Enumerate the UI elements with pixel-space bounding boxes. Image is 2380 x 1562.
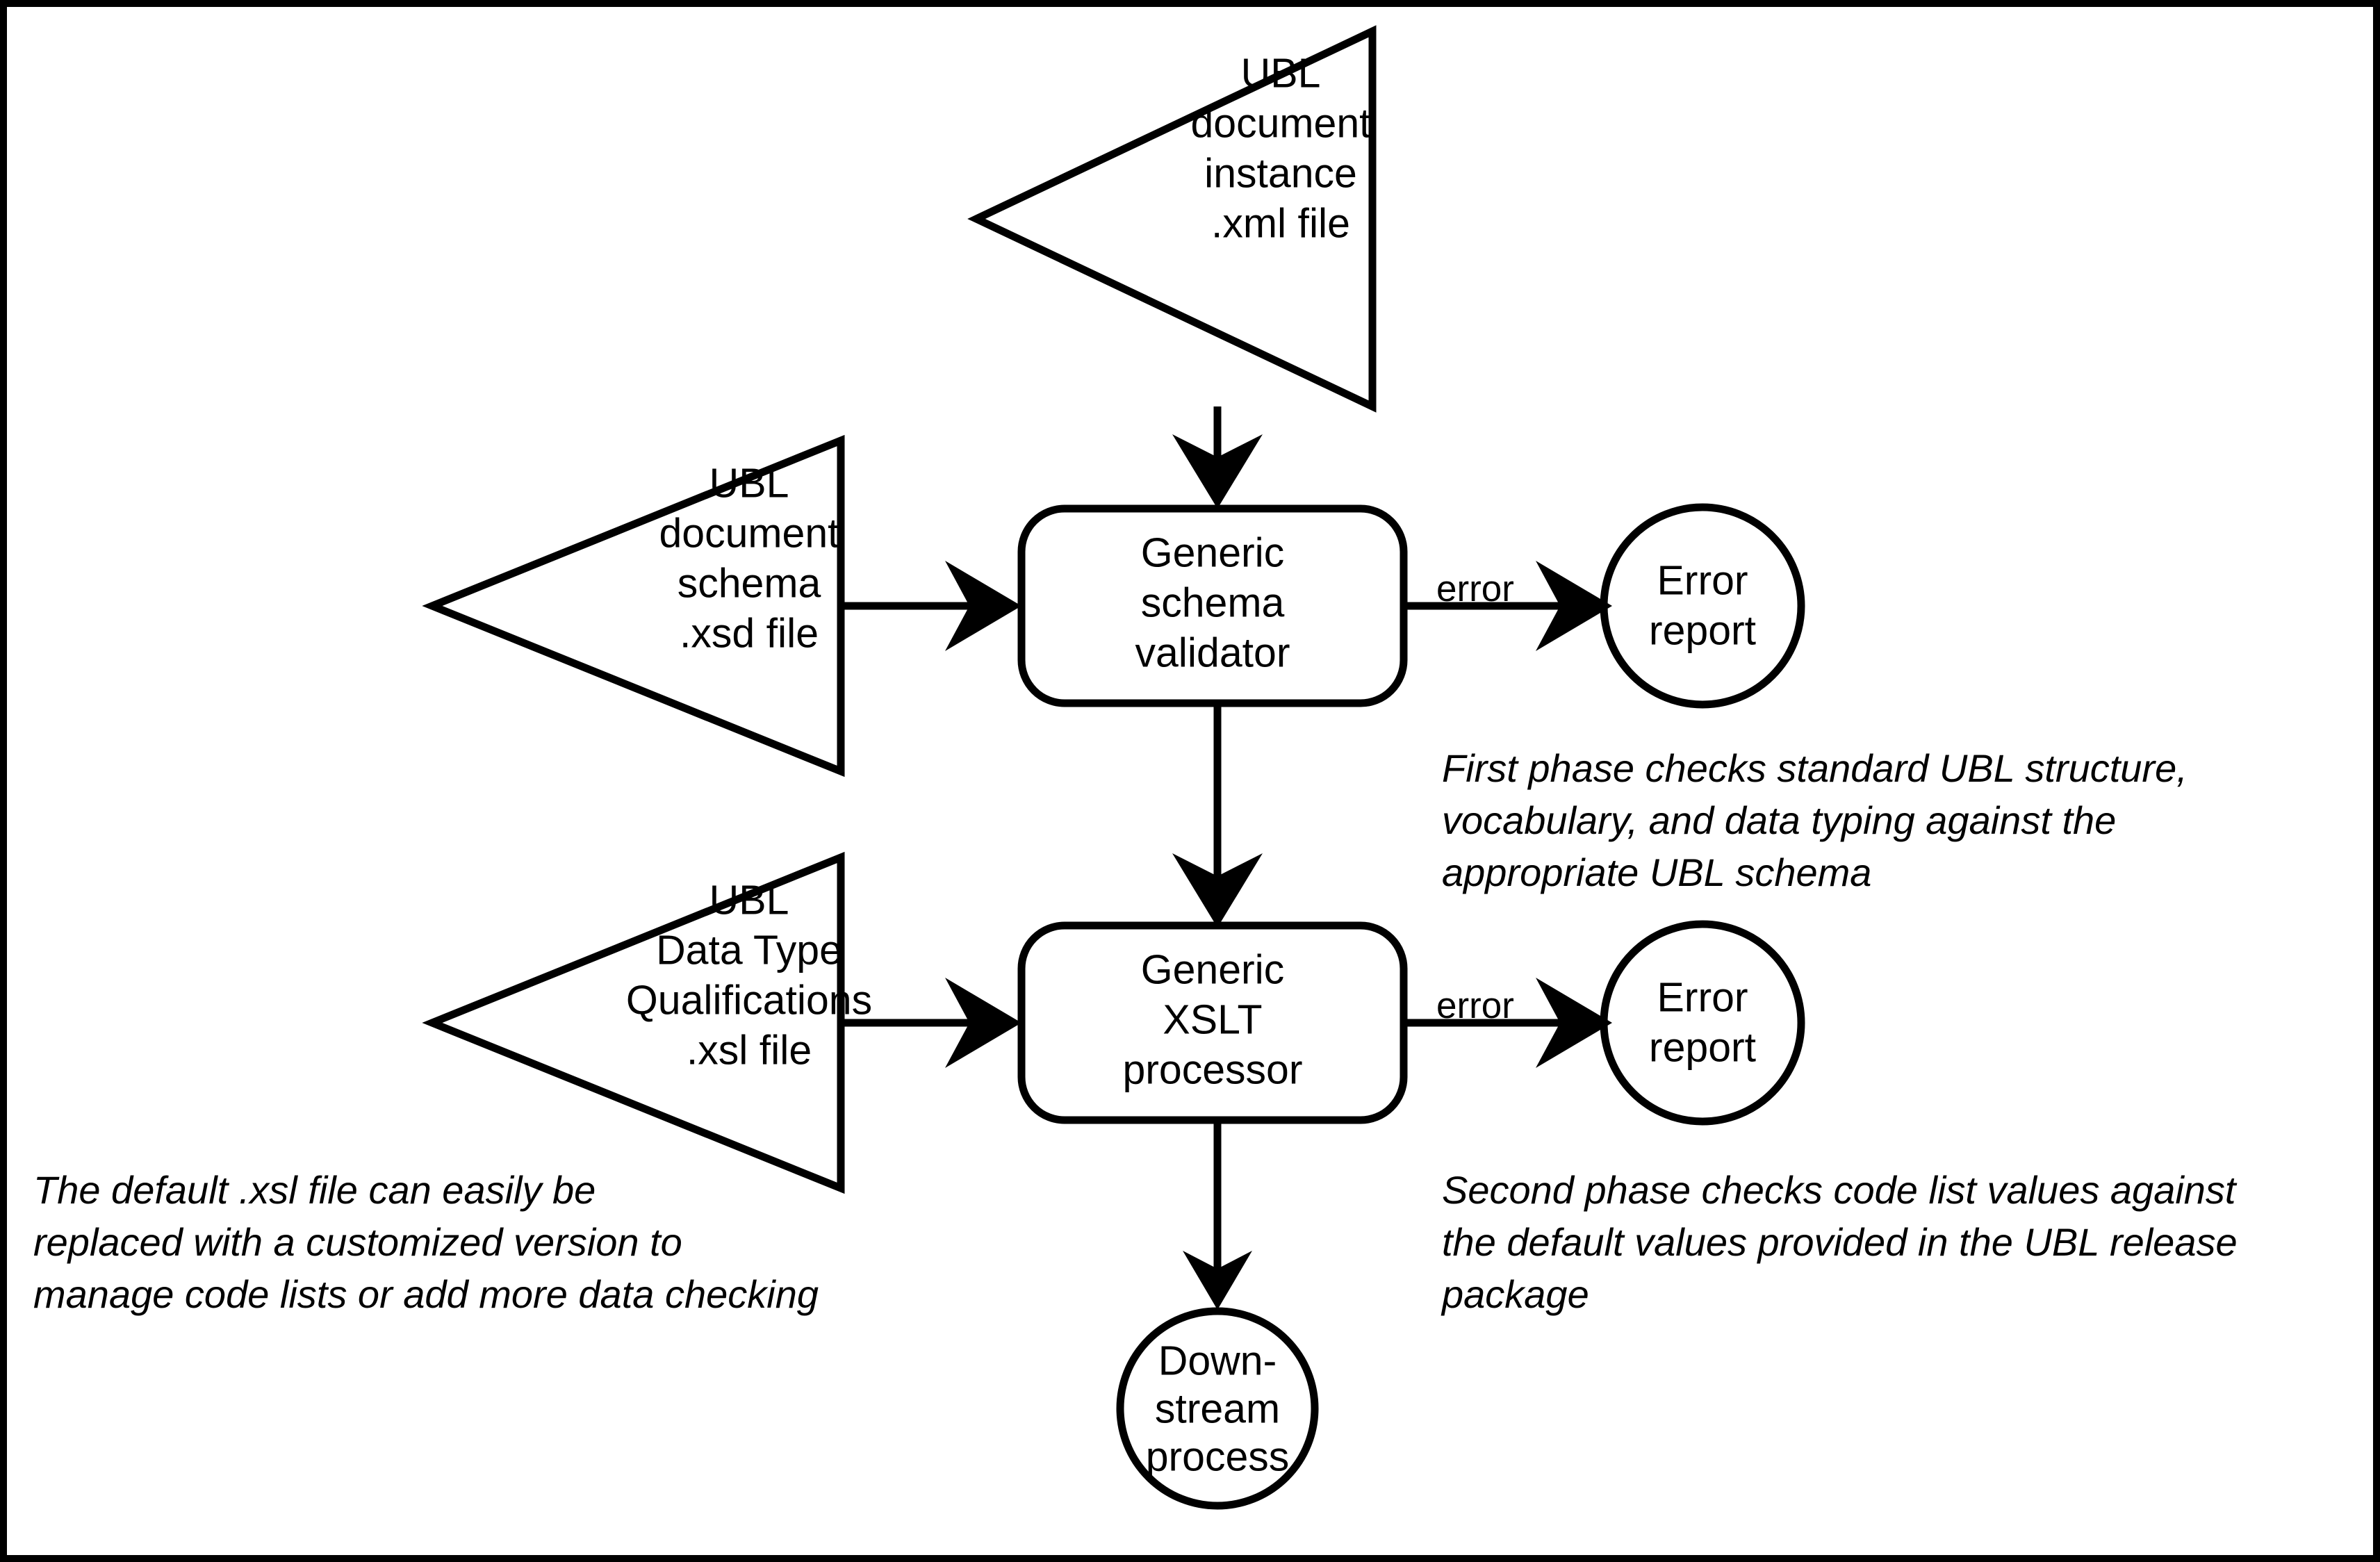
source-ubl-document-instance[interactable]: UBL document instance .xml file	[967, 25, 1377, 413]
source-ubl-data-type-qualifications[interactable]: UBL Data Type Qualifications .xsl file	[422, 851, 872, 1194]
output-downstream-process[interactable]: Down- stream process	[1116, 1307, 1319, 1510]
output-label-line: process	[1146, 1434, 1290, 1480]
note-line: replaced with a customized version to	[33, 1220, 682, 1264]
process-generic-schema-validator[interactable]: Generic schema validator	[1017, 504, 1408, 707]
arrow-instance-to-validator	[1172, 406, 1263, 509]
source-label-line: schema	[678, 561, 821, 607]
arrow-validator-to-error-report	[1404, 561, 1612, 651]
circle-shape-error-report-one	[1600, 503, 1805, 709]
source-label-line: .xml file	[1211, 201, 1350, 247]
arrow-schema-to-validator	[841, 561, 1021, 651]
edge-label-error-phase-one: error	[1436, 568, 1514, 609]
source-label-line: document	[1190, 101, 1370, 147]
output-label-line: Error	[1657, 975, 1748, 1021]
arrow-validator-to-xslt	[1172, 703, 1263, 928]
arrowhead-down-icon	[1172, 853, 1263, 928]
note-first-phase: First phase checks standard UBL structur…	[1442, 746, 2188, 894]
note-line: Second phase checks code list values aga…	[1442, 1168, 2238, 1212]
process-label-line: processor	[1122, 1047, 1302, 1093]
output-error-report-phase-two[interactable]: Error report	[1600, 920, 1805, 1126]
note-line: package	[1441, 1272, 1589, 1316]
source-ubl-document-schema[interactable]: UBL document schema .xsd file	[422, 434, 845, 778]
note-line: The default .xsl file can easily be	[33, 1168, 596, 1212]
output-error-report-phase-one[interactable]: Error report	[1600, 503, 1805, 709]
output-label-line: report	[1649, 608, 1756, 654]
arrow-xsl-to-xslt-processor	[841, 978, 1021, 1068]
process-generic-xslt-processor[interactable]: Generic XSLT processor	[1017, 921, 1408, 1124]
note-line: manage code lists or add more data check…	[33, 1272, 819, 1316]
arrowhead-right-icon	[945, 561, 1021, 651]
note-line: vocabulary, and data typing against the	[1442, 798, 2116, 842]
note-xsl-customization: The default .xsl file can easily be repl…	[33, 1168, 819, 1316]
source-label-line: instance	[1204, 151, 1357, 197]
ubl-validation-flow-diagram: UBL document instance .xml file UBL docu…	[33, 25, 2238, 1510]
source-label-line: UBL	[709, 878, 789, 923]
note-second-phase: Second phase checks code list values aga…	[1441, 1168, 2238, 1316]
process-label-line: XSLT	[1163, 997, 1262, 1043]
source-label-line: Qualifications	[626, 978, 872, 1023]
process-label-line: schema	[1141, 580, 1285, 626]
circle-shape-error-report-two	[1600, 920, 1805, 1126]
arrow-xslt-to-error-report	[1404, 978, 1612, 1068]
output-label-line: Error	[1657, 558, 1748, 604]
output-label-line: report	[1649, 1025, 1756, 1071]
source-label-line: UBL	[709, 461, 789, 507]
note-line: appropriate UBL schema	[1442, 850, 1871, 894]
note-line: First phase checks standard UBL structur…	[1442, 746, 2188, 790]
source-label-line: .xsd file	[680, 611, 819, 657]
arrowhead-right-icon	[1536, 561, 1612, 651]
arrowhead-down-icon	[1183, 1251, 1252, 1310]
source-label-line: .xsl file	[687, 1028, 812, 1074]
arrowhead-right-icon	[945, 978, 1021, 1068]
circle-shape-downstream-process	[1116, 1307, 1319, 1510]
arrow-xslt-to-downstream	[1183, 1120, 1252, 1310]
arrowhead-right-icon	[1536, 978, 1612, 1068]
source-label-line: document	[659, 511, 839, 557]
arrowhead-down-icon	[1172, 434, 1263, 509]
edge-label-error-phase-two: error	[1436, 985, 1514, 1026]
output-label-line: stream	[1155, 1386, 1280, 1432]
process-label-line: validator	[1135, 630, 1290, 676]
process-label-line: Generic	[1141, 947, 1285, 993]
output-label-line: Down-	[1158, 1338, 1277, 1384]
process-label-line: Generic	[1141, 530, 1285, 576]
note-line: the default values provided in the UBL r…	[1442, 1220, 2238, 1264]
source-label-line: UBL	[1241, 51, 1321, 97]
triangle-shape-ubl-document-instance	[967, 25, 1377, 413]
source-label-line: Data Type	[656, 928, 842, 973]
